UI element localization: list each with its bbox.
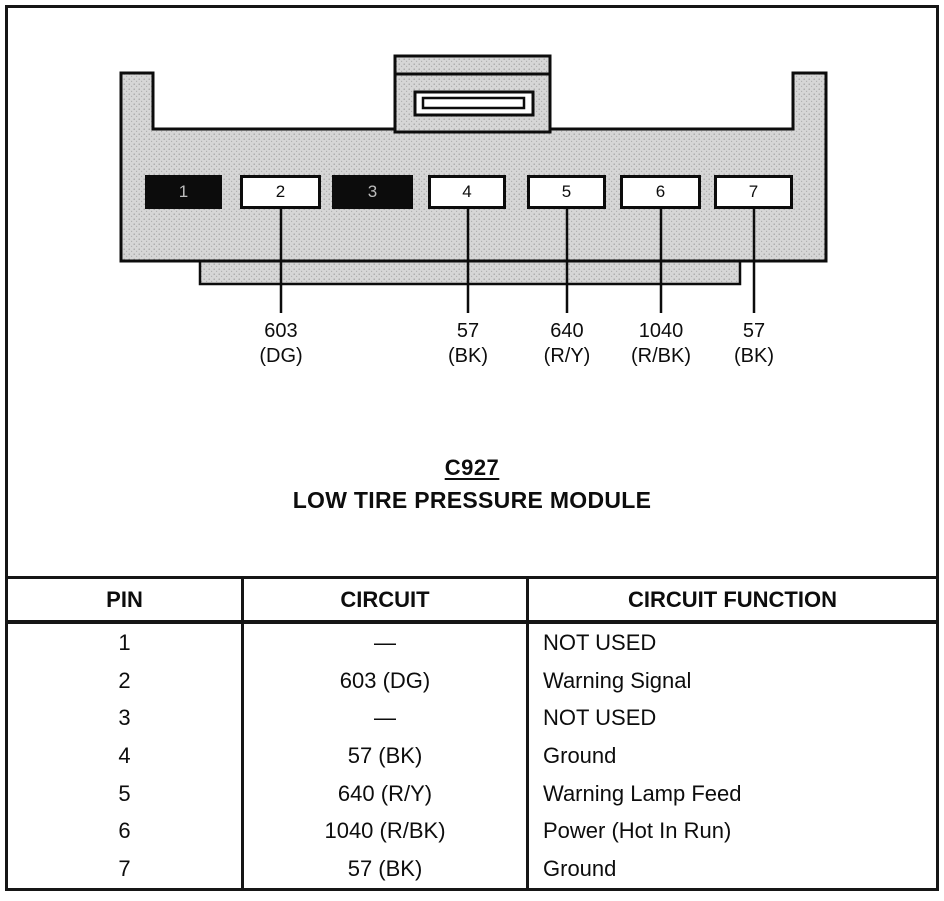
pin-number: 5 bbox=[561, 182, 572, 201]
function-cell: Ground bbox=[526, 850, 936, 888]
pin-cell: 6 bbox=[118, 818, 131, 844]
pin-cell: 4 bbox=[118, 743, 131, 769]
wire-circuit: 640 bbox=[550, 320, 584, 342]
circuit-cell: — bbox=[241, 624, 526, 662]
pin-number: 2 bbox=[275, 182, 286, 201]
pin-6: 6 bbox=[620, 175, 701, 209]
pin-4: 4 bbox=[428, 175, 506, 209]
wire-circuit: 57 bbox=[456, 320, 480, 342]
header-circuit: CIRCUIT bbox=[241, 579, 526, 620]
circuit-cell: 1040 (R/BK) bbox=[241, 812, 526, 851]
circuit-cell: 603 (DG) bbox=[241, 661, 526, 700]
header-pin: PIN bbox=[106, 587, 143, 612]
connector-name: LOW TIRE PRESSURE MODULE bbox=[292, 487, 652, 513]
wire-circuit: 603 bbox=[264, 320, 298, 342]
pin-cell: 2 bbox=[118, 667, 131, 693]
table-row: 6 1040 (R/BK) Power (Hot In Run) bbox=[8, 812, 936, 851]
circuit-cell: — bbox=[241, 699, 526, 738]
table-row: 5 640 (R/Y) Warning Lamp Feed bbox=[8, 774, 936, 813]
circuit-cell: 640 (R/Y) bbox=[241, 774, 526, 813]
function-cell: Ground bbox=[526, 737, 936, 775]
wire-label: 1040 (R/BK) bbox=[631, 319, 691, 369]
wire-color: (BK) bbox=[734, 345, 774, 367]
connector-body-shape bbox=[119, 71, 828, 263]
pin-number: 6 bbox=[655, 182, 666, 201]
function-cell: Warning Signal bbox=[526, 661, 936, 700]
function-cell: NOT USED bbox=[526, 624, 936, 662]
connector-body bbox=[119, 54, 828, 313]
wire-color: (DG) bbox=[259, 345, 303, 367]
function-cell: Warning Lamp Feed bbox=[526, 774, 936, 813]
table-row: 4 57 (BK) Ground bbox=[8, 737, 936, 775]
header-circuit-function: CIRCUIT FUNCTION bbox=[526, 579, 936, 620]
table-row: 3 — NOT USED bbox=[8, 699, 936, 738]
pin-1: 1 bbox=[145, 175, 222, 209]
table-body: 1 — NOT USED 2 603 (DG) Warning Signal 3… bbox=[8, 624, 936, 888]
pin-3: 3 bbox=[332, 175, 413, 209]
pinout-table: PIN CIRCUIT CIRCUIT FUNCTION 1 — NOT USE… bbox=[8, 576, 936, 888]
table-row: 7 57 (BK) Ground bbox=[8, 850, 936, 888]
wire-color: (R/Y) bbox=[543, 345, 591, 367]
circuit-cell: 57 (BK) bbox=[241, 850, 526, 888]
wire-color: (R/BK) bbox=[631, 345, 691, 367]
pin-number: 4 bbox=[462, 182, 472, 201]
wire-label: 57 (BK) bbox=[448, 319, 488, 369]
pin-7: 7 bbox=[714, 175, 793, 209]
wire-label: 57 (BK) bbox=[734, 319, 774, 369]
function-cell: Power (Hot In Run) bbox=[526, 812, 936, 851]
pin-number: 3 bbox=[367, 182, 378, 201]
pin-cell: 3 bbox=[118, 705, 131, 731]
table-row: 1 — NOT USED bbox=[8, 624, 936, 662]
pin-cell: 1 bbox=[118, 629, 131, 655]
pin-cell: 5 bbox=[118, 780, 131, 806]
pin-cell: 7 bbox=[118, 856, 131, 882]
wire-color: (BK) bbox=[448, 345, 488, 367]
circuit-cell: 57 (BK) bbox=[241, 737, 526, 775]
pin-number: 1 bbox=[178, 182, 189, 201]
pin-5: 5 bbox=[527, 175, 606, 209]
wire-circuit: 57 bbox=[742, 320, 766, 342]
connector-id: C927 bbox=[444, 455, 500, 480]
wire-circuit: 1040 bbox=[638, 320, 684, 342]
connector-caption: C927 LOW TIRE PRESSURE MODULE bbox=[8, 455, 936, 514]
function-cell: NOT USED bbox=[526, 699, 936, 738]
wire-label: 640 (R/Y) bbox=[544, 319, 591, 369]
table-row: 2 603 (DG) Warning Signal bbox=[8, 661, 936, 700]
table-header-row: PIN CIRCUIT CIRCUIT FUNCTION bbox=[8, 579, 936, 624]
pin-number: 7 bbox=[748, 182, 759, 201]
pin-2: 2 bbox=[240, 175, 321, 209]
wire-label: 603 (DG) bbox=[259, 319, 302, 369]
page: 1 2 3 4 5 6 7 603 (DG) 57 (BK) 640 (R/Y)… bbox=[5, 5, 939, 891]
latch-slot-inner bbox=[421, 96, 526, 110]
